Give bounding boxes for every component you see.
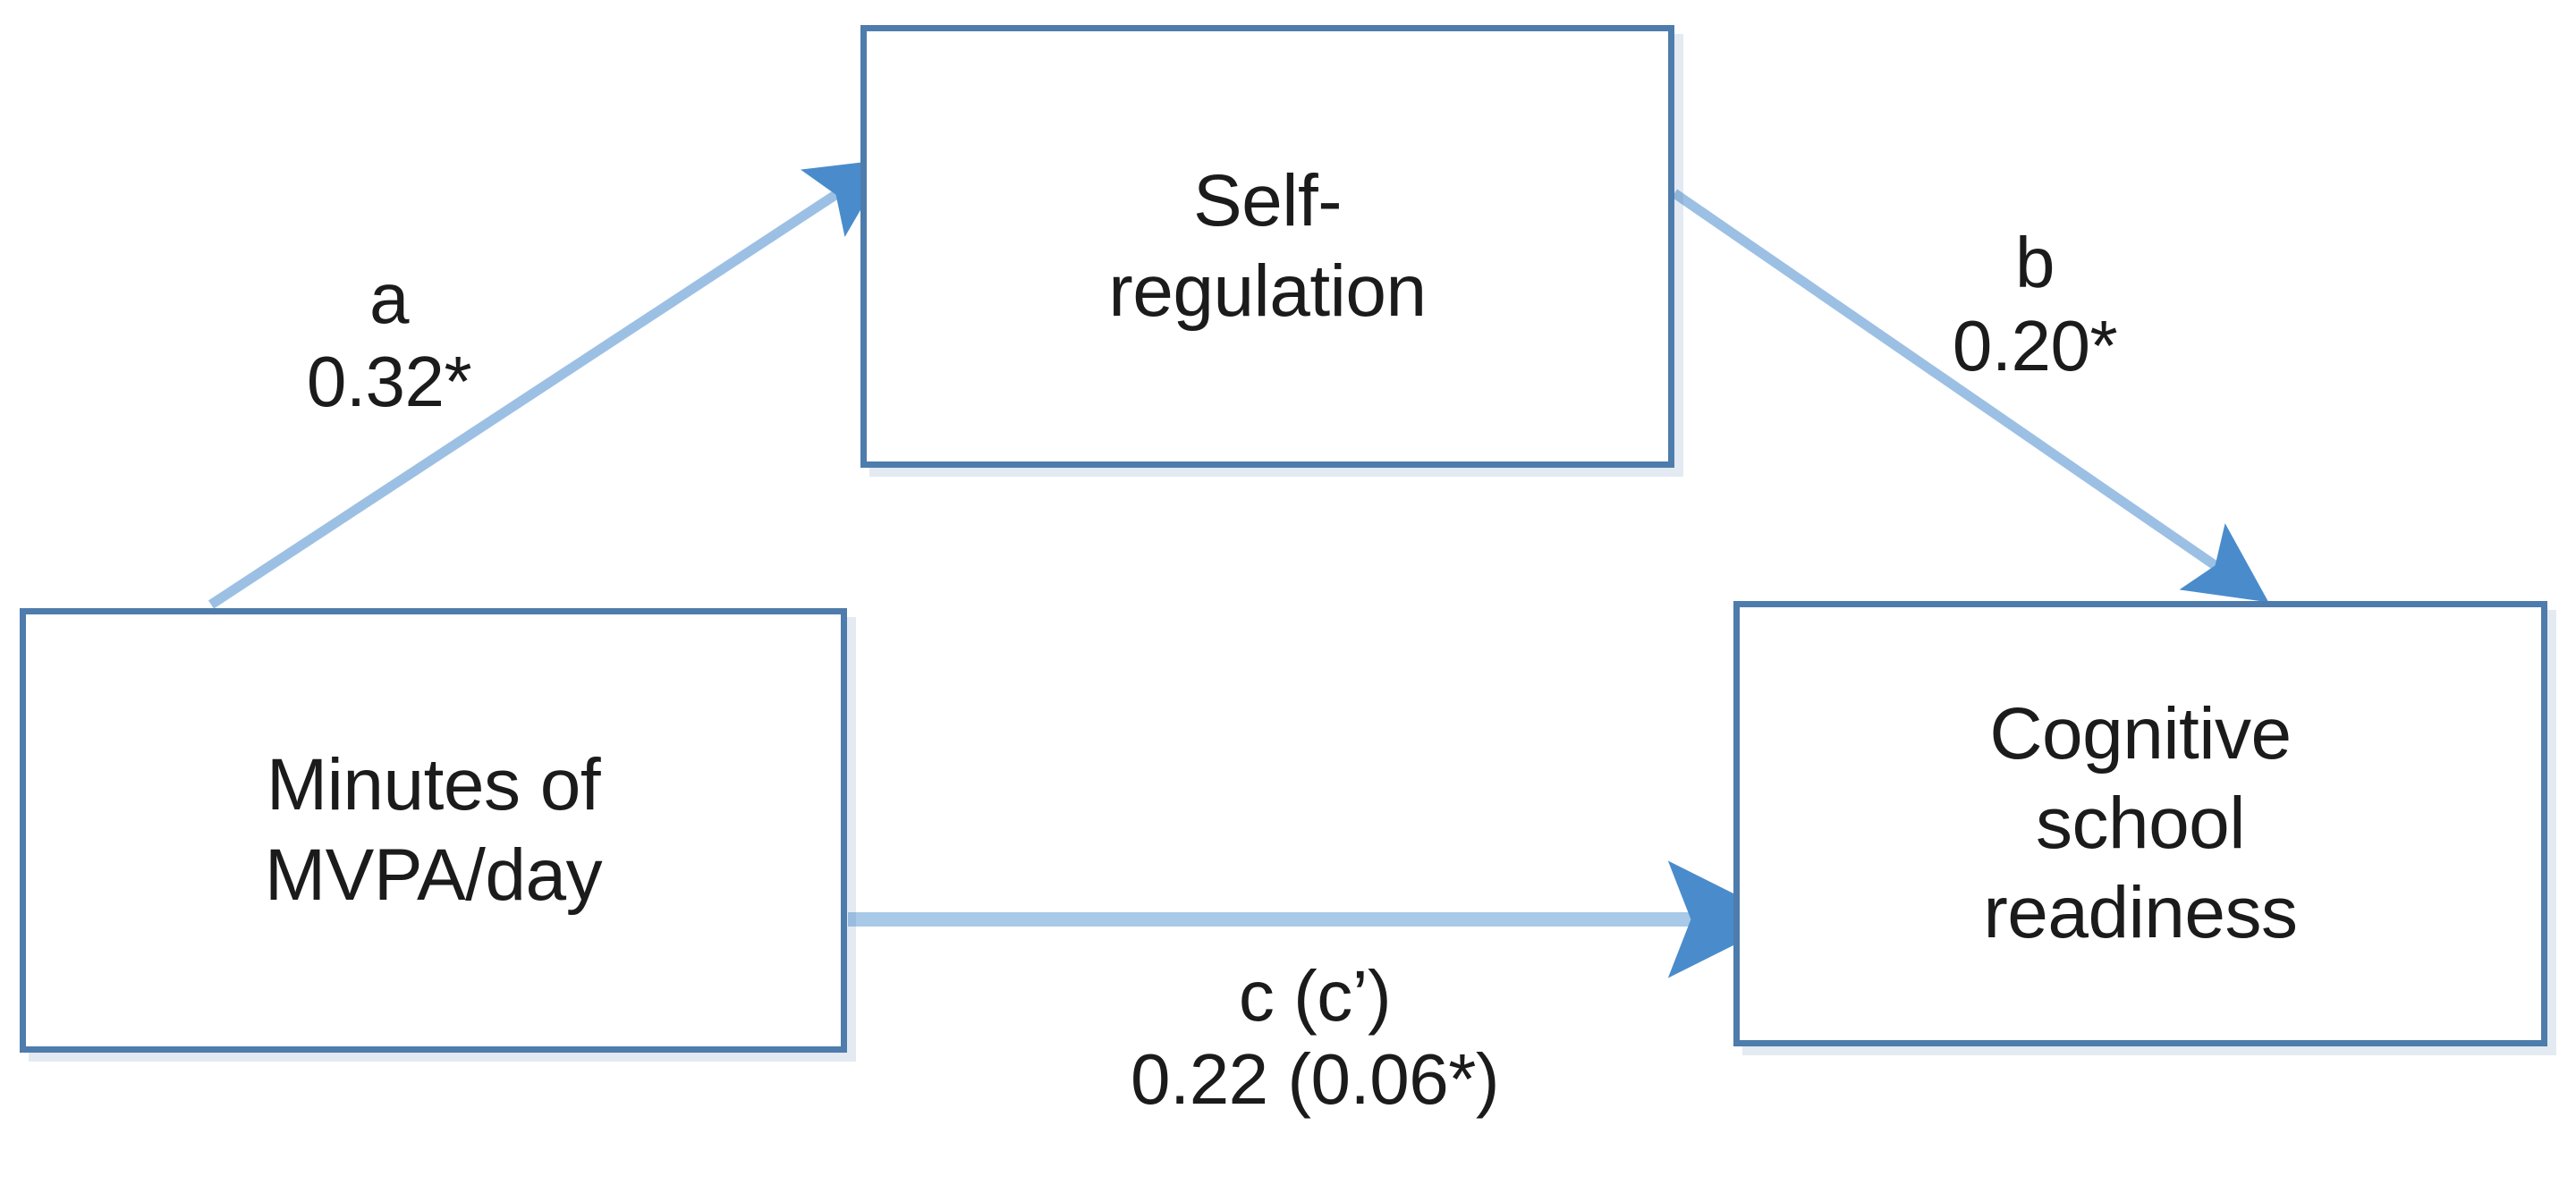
node-self-regulation-label: Self- regulation [1108, 160, 1427, 332]
path-label-a: a 0.32* [306, 258, 472, 421]
node-minutes-of-mvpa-per-day[interactable]: Minutes of MVPA/day [20, 608, 847, 1053]
node-minutes-of-mvpa-per-day-label: Minutes of MVPA/day [264, 744, 603, 916]
node-cognitive-school-readiness[interactable]: Cognitive school readiness [1733, 601, 2547, 1046]
node-cognitive-school-readiness-label: Cognitive school readiness [1983, 692, 2298, 954]
path-label-c: c (c’) 0.22 (0.06*) [1130, 956, 1500, 1119]
node-self-regulation[interactable]: Self- regulation [860, 25, 1674, 468]
path-label-b: b 0.20* [1952, 223, 2118, 385]
